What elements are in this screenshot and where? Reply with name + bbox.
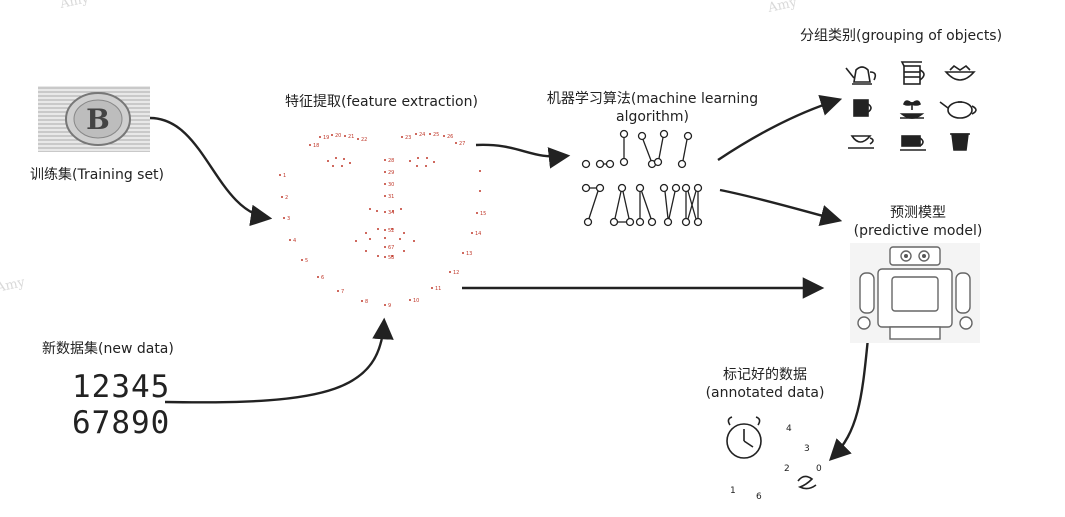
arrow-training-to-features: [149, 116, 273, 227]
svg-text:1: 1: [283, 173, 286, 179]
teapot-icon: [939, 101, 977, 119]
french-press-icon: [900, 61, 925, 85]
svg-text:25: 25: [433, 132, 439, 138]
predictive-model-label-line2: (predictive model): [853, 223, 983, 239]
kettle-icon: [845, 66, 877, 85]
arrow-newdata-to-features: [164, 317, 394, 404]
svg-text:52: 52: [388, 228, 394, 234]
arrow-predictive-to-annotated: [828, 337, 870, 462]
ml-algorithm-label-line1: 机器学习算法(machine learning: [546, 91, 759, 107]
annotated-data-label-line2: (annotated data): [705, 385, 825, 401]
predictive-model-label-line1: 预测模型: [890, 205, 946, 221]
svg-text:1: 1: [730, 486, 736, 496]
clock-sketch-icon: 4 30 2 1 6: [726, 416, 822, 502]
svg-text:23: 23: [405, 135, 411, 141]
espresso-cup-icon: [900, 135, 926, 151]
feature-extraction-label: 特征提取(feature extraction): [285, 94, 478, 110]
svg-text:21: 21: [348, 134, 354, 140]
svg-text:0: 0: [816, 464, 822, 474]
arrow-features-to-algorithm: [475, 143, 571, 169]
svg-text:B: B: [86, 103, 110, 136]
plant-cup-icon: [899, 100, 925, 119]
grouping-icons: [842, 58, 982, 158]
svg-text:6: 6: [756, 492, 762, 502]
svg-text:4: 4: [786, 424, 792, 434]
annotated-data-label-line1: 标记好的数据: [723, 367, 807, 383]
svg-text:12: 12: [453, 270, 459, 276]
algorithm-graphs: [578, 128, 708, 233]
svg-text:30: 30: [388, 182, 394, 188]
training-set-image: B: [38, 86, 150, 152]
node-graph-icon: [581, 129, 703, 227]
svg-text:58: 58: [388, 255, 394, 261]
svg-text:5: 5: [305, 258, 308, 264]
svg-text:14: 14: [475, 231, 481, 237]
svg-text:3: 3: [287, 216, 290, 222]
svg-text:28: 28: [388, 158, 394, 164]
svg-text:34: 34: [388, 210, 394, 216]
svg-text:26: 26: [447, 134, 453, 140]
svg-text:11: 11: [435, 286, 441, 292]
arrow-algorithm-to-grouping: [717, 94, 843, 161]
coffee-mug-icon: [853, 99, 872, 117]
glass-cup-icon: [950, 133, 970, 151]
predictive-model-label: 预测模型 (predictive model): [838, 204, 998, 240]
bowl-icon: [944, 64, 976, 81]
svg-text:67: 67: [388, 245, 394, 251]
annotated-data-label: 标记好的数据 (annotated data): [700, 366, 830, 402]
teacup-icon: [848, 135, 874, 149]
svg-text:2: 2: [285, 195, 288, 201]
svg-text:15: 15: [480, 211, 486, 217]
svg-text:6: 6: [321, 275, 324, 281]
svg-text:4: 4: [293, 238, 296, 244]
bitcoin-coin-icon: B: [38, 86, 150, 152]
robot-icon: [850, 243, 980, 343]
digits-row-1: 12345: [72, 369, 171, 405]
svg-text:20: 20: [335, 133, 341, 139]
svg-text:10: 10: [413, 298, 419, 304]
svg-text:9: 9: [388, 303, 391, 309]
svg-text:8: 8: [365, 299, 368, 305]
grouping-label: 分组类别(grouping of objects): [800, 28, 1003, 44]
arrow-algorithm-to-predictive: [719, 188, 843, 227]
digits-row-2: 67890: [72, 405, 171, 441]
svg-text:3: 3: [804, 444, 810, 454]
svg-text:22: 22: [361, 137, 367, 143]
svg-text:29: 29: [388, 170, 394, 176]
training-set-label: 训练集(Training set): [30, 167, 165, 183]
svg-text:7: 7: [341, 289, 344, 295]
ml-algorithm-label-line2: algorithm): [615, 109, 690, 125]
svg-text:31: 31: [388, 194, 394, 200]
ml-algorithm-label: 机器学习算法(machine learning algorithm): [530, 90, 775, 126]
svg-text:13: 13: [466, 251, 472, 257]
svg-text:24: 24: [419, 132, 425, 138]
new-data-label: 新数据集(new data): [42, 341, 174, 357]
svg-text:27: 27: [459, 141, 465, 147]
robot-model-image: [850, 243, 980, 343]
svg-text:2: 2: [784, 464, 790, 474]
svg-text:19: 19: [323, 135, 329, 141]
svg-text:18: 18: [313, 143, 319, 149]
